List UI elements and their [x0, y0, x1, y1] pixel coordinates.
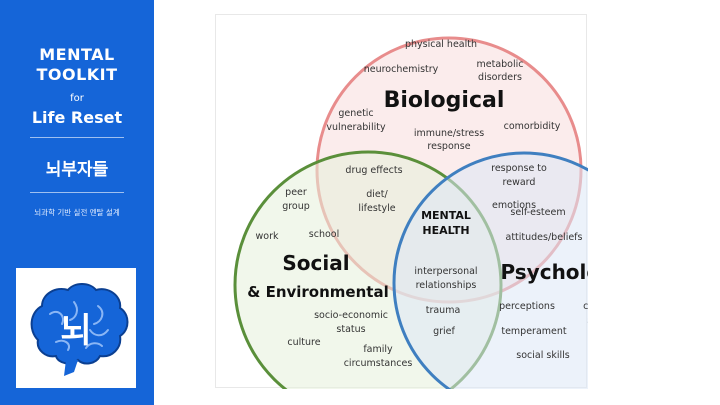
item-diet-2: lifestyle: [358, 203, 395, 214]
sidebar-subtitle: 뇌과학 기반 실전 멘탈 설계: [34, 208, 120, 217]
item-family-2: circumstances: [344, 358, 413, 369]
bio-psych-items: response to reward emotions: [491, 163, 547, 211]
divider: [30, 192, 124, 193]
item-comorbidity: comorbidity: [504, 121, 561, 132]
sidebar-title-line2: TOOLKIT: [36, 65, 118, 84]
item-interpersonal-1: interpersonal: [414, 266, 477, 277]
item-metabolic-1: metabolic: [477, 59, 524, 70]
item-physical-health: physical health: [405, 39, 477, 50]
social-items: peer group work school socio-economic st…: [256, 187, 413, 369]
item-family-1: family: [363, 344, 393, 355]
psychological-title: Psychological: [500, 260, 588, 284]
item-social-skills: social skills: [516, 350, 569, 361]
brain-logo: 뇌: [16, 268, 136, 388]
diagram-canvas: Biological Social & Environmental Psycho…: [215, 14, 588, 389]
biological-title: Biological: [384, 88, 505, 113]
item-perceptions: perceptions: [499, 301, 555, 312]
biological-items: physical health neurochemistry metabolic…: [326, 39, 560, 152]
sidebar-title-for: for: [70, 93, 84, 104]
item-peer-1: peer: [285, 187, 307, 198]
social-title-line2: & Environmental: [247, 283, 388, 301]
sidebar-brand: 뇌부자들: [45, 160, 109, 180]
circle-psychological: [392, 151, 588, 389]
logo-text: 뇌: [60, 311, 91, 351]
item-coping-1: coping: [583, 301, 588, 312]
item-metabolic-2: disorders: [478, 72, 522, 83]
item-attitudes-beliefs: attitudes/beliefs: [506, 232, 583, 243]
item-drug-effects: drug effects: [345, 165, 402, 176]
item-socio-economic-2: status: [336, 324, 365, 335]
center-label-line1: MENTAL: [421, 209, 471, 222]
item-peer-2: group: [282, 201, 310, 212]
brain-icon: 뇌: [30, 283, 129, 376]
item-culture: culture: [287, 337, 320, 348]
item-temperament: temperament: [501, 326, 567, 337]
divider: [30, 137, 124, 138]
item-trauma: trauma: [426, 305, 461, 316]
sidebar-title-line1: MENTAL: [39, 45, 115, 64]
item-socio-economic-1: socio-economic: [314, 310, 388, 321]
venn-diagram: Biological Social & Environmental Psycho…: [233, 36, 588, 389]
item-work: work: [256, 231, 279, 242]
item-diet-1: diet/: [366, 189, 388, 200]
sidebar-title-line3: Life Reset: [31, 108, 123, 127]
item-neurochemistry: neurochemistry: [364, 64, 439, 75]
item-school: school: [309, 229, 339, 240]
item-emotions: emotions: [492, 200, 536, 211]
center-label-line2: HEALTH: [422, 224, 469, 237]
item-reward-1: response to: [491, 163, 547, 174]
item-grief: grief: [433, 326, 455, 337]
item-coping-2: skills: [587, 315, 588, 326]
item-self-esteem: self-esteem: [510, 207, 565, 218]
social-psych-items: interpersonal relationships trauma grief: [414, 266, 477, 337]
psych-items: self-esteem attitudes/beliefs perception…: [499, 207, 588, 361]
sidebar: MENTAL TOOLKIT for Life Reset 뇌부자들 뇌과학 기…: [0, 0, 154, 405]
bio-social-items: drug effects diet/ lifestyle: [345, 165, 402, 214]
item-interpersonal-2: relationships: [416, 280, 477, 291]
item-genetic-1: genetic: [338, 108, 373, 119]
item-reward-2: reward: [503, 177, 536, 188]
item-immune-2: response: [427, 141, 470, 152]
item-immune-1: immune/stress: [414, 128, 484, 139]
social-title-line1: Social: [282, 251, 349, 275]
item-genetic-2: vulnerability: [326, 122, 386, 133]
